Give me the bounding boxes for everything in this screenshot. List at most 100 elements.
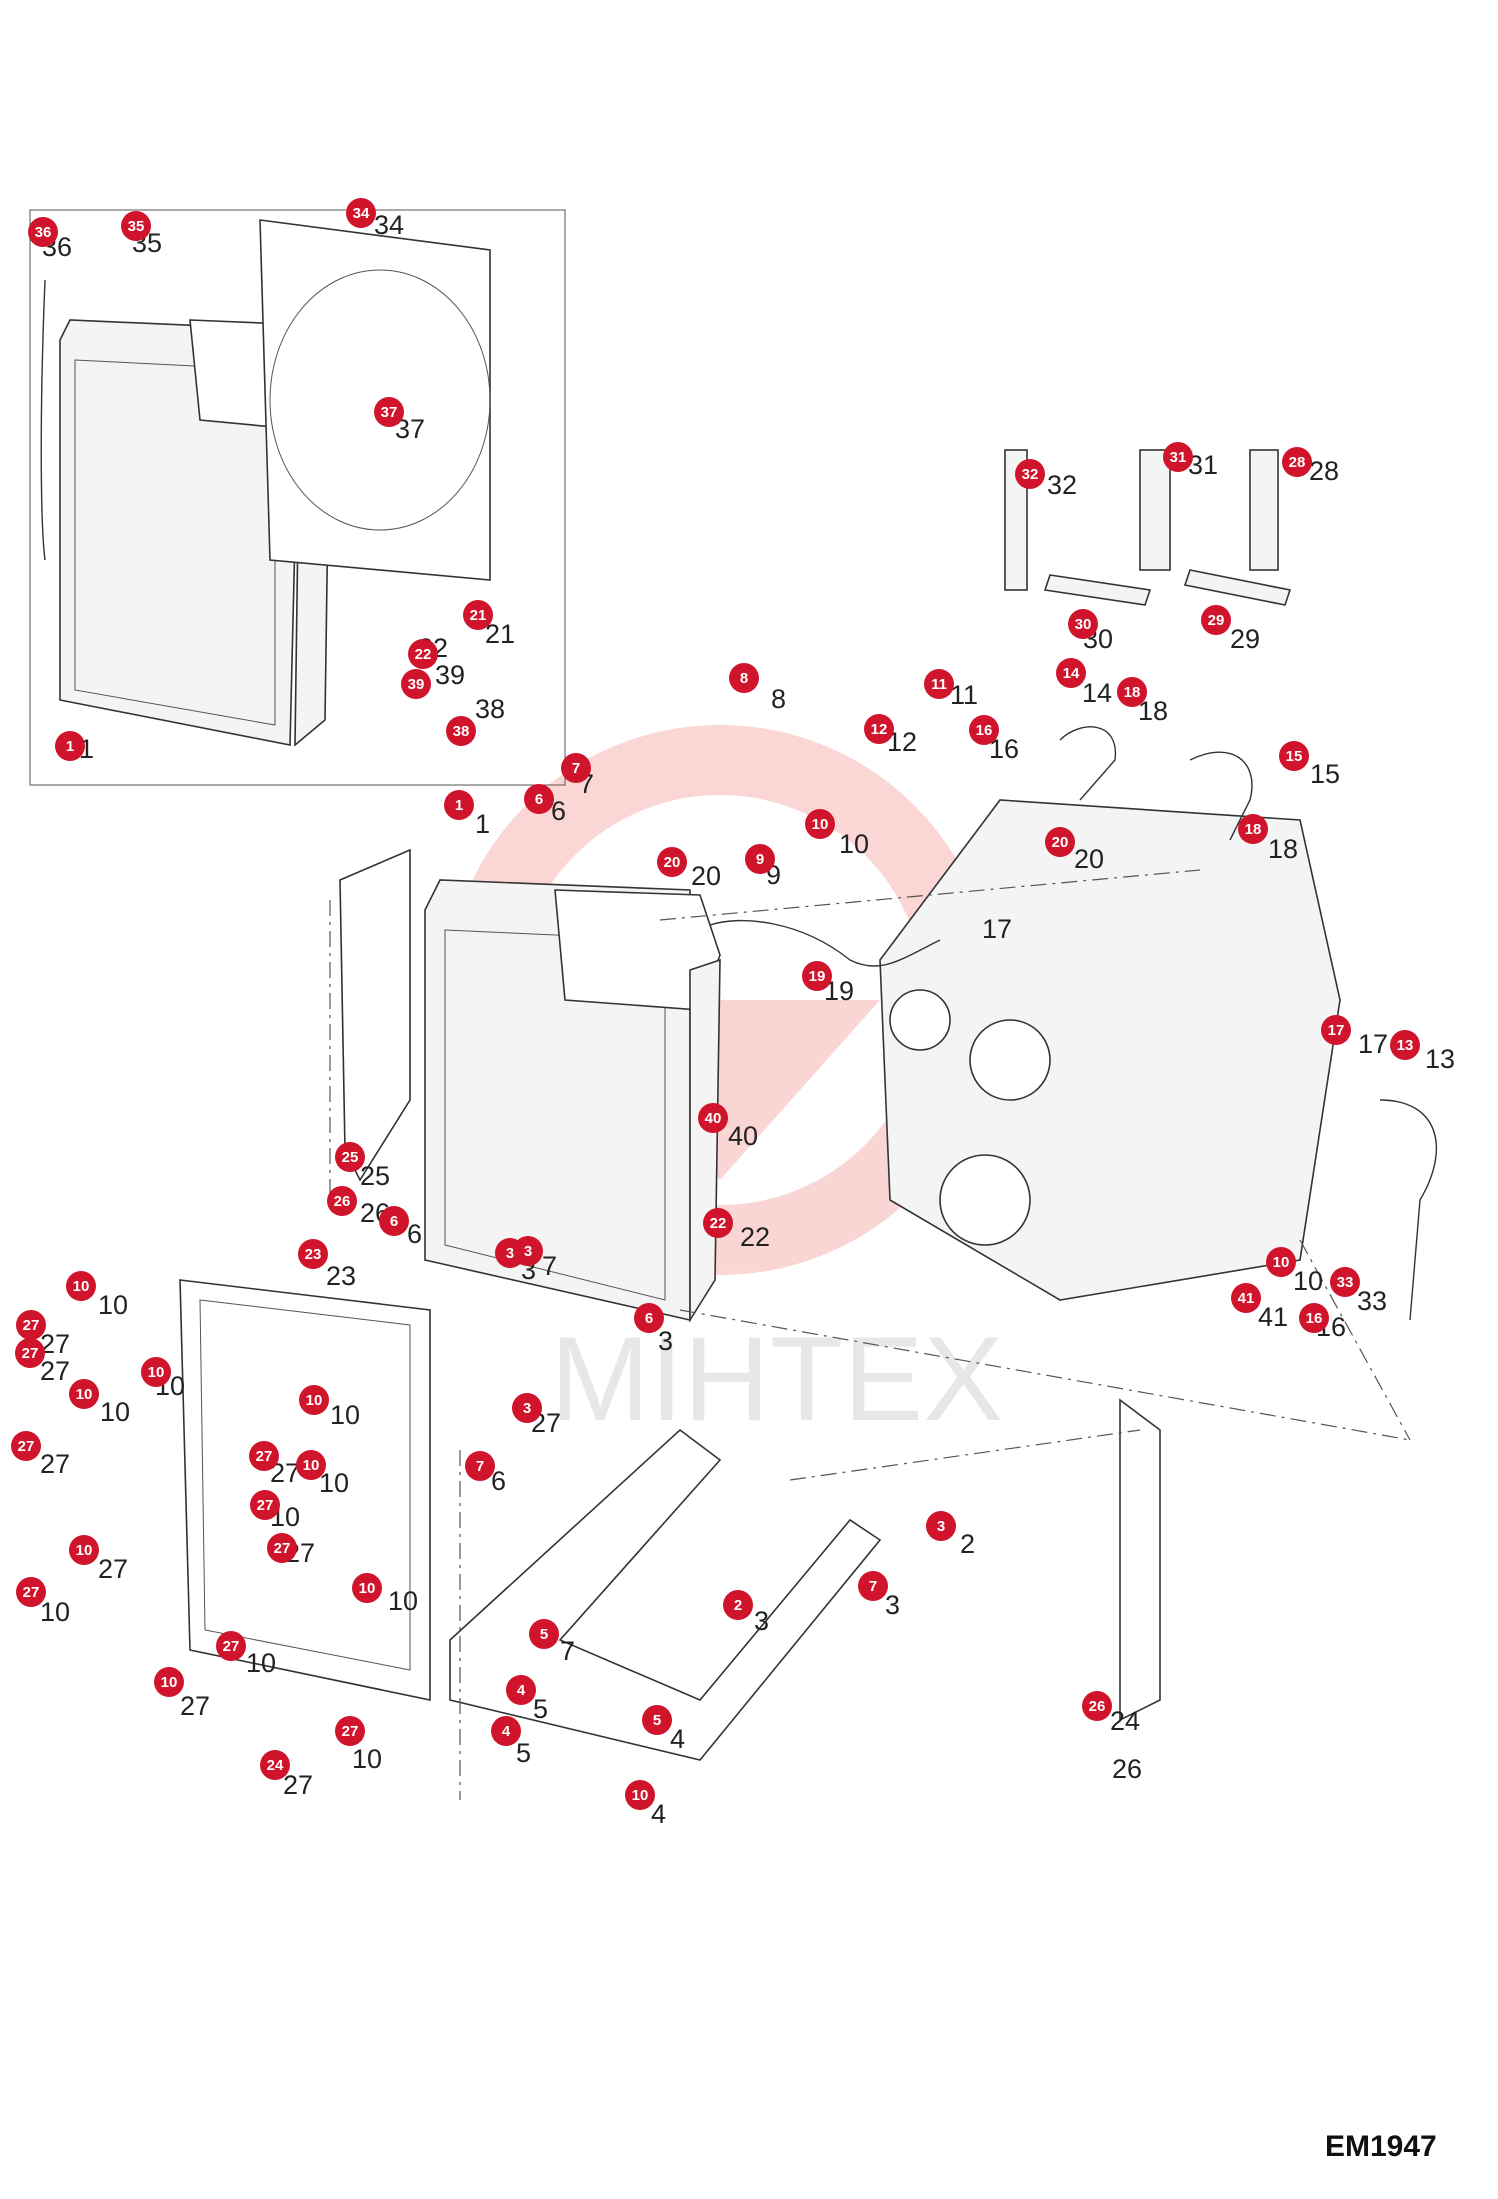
- callout-marker[interactable]: 10: [625, 1780, 655, 1810]
- part-number-label: 4: [651, 1799, 666, 1829]
- callout-number: 10: [1273, 1254, 1290, 1271]
- callout-marker[interactable]: 28: [1282, 447, 1312, 477]
- callout-marker[interactable]: 11: [924, 669, 954, 699]
- callout-number: 5: [540, 1626, 548, 1643]
- callout-marker[interactable]: 7: [561, 753, 591, 783]
- callout-number: 17: [1328, 1022, 1345, 1039]
- callout-marker[interactable]: 20: [657, 847, 687, 877]
- callout-marker[interactable]: 27: [335, 1716, 365, 1746]
- callout-number: 27: [342, 1723, 359, 1740]
- callout-marker[interactable]: 10: [1266, 1247, 1296, 1277]
- callout-marker[interactable]: 6: [379, 1206, 409, 1236]
- callout-marker[interactable]: 38: [446, 716, 476, 746]
- callout-marker[interactable]: 5: [642, 1705, 672, 1735]
- callout-circle: [512, 1393, 542, 1423]
- callout-marker[interactable]: 6: [634, 1303, 664, 1333]
- callout-marker[interactable]: 7: [858, 1571, 888, 1601]
- part-number-label: 29: [1230, 624, 1260, 654]
- callout-marker[interactable]: 37: [374, 397, 404, 427]
- callout-number: 10: [359, 1580, 376, 1597]
- callout-marker[interactable]: 1: [444, 790, 474, 820]
- callout-circle: [864, 714, 894, 744]
- callout-marker[interactable]: 27: [216, 1631, 246, 1661]
- callout-marker[interactable]: 34: [346, 198, 376, 228]
- callout-marker[interactable]: 10: [299, 1385, 329, 1415]
- callout-marker[interactable]: 9: [745, 844, 775, 874]
- callout-marker[interactable]: 13: [1390, 1030, 1420, 1060]
- callout-marker[interactable]: 3: [513, 1236, 543, 1266]
- callout-marker[interactable]: 31: [1163, 442, 1193, 472]
- callout-marker[interactable]: 40: [698, 1103, 728, 1133]
- callout-marker[interactable]: 19: [802, 961, 832, 991]
- callout-marker[interactable]: 41: [1231, 1283, 1261, 1313]
- callout-marker[interactable]: 27: [250, 1490, 280, 1520]
- callout-marker[interactable]: 17: [1321, 1015, 1351, 1045]
- callout-marker[interactable]: 7: [465, 1451, 495, 1481]
- callout-marker[interactable]: 4: [491, 1716, 521, 1746]
- callout-marker[interactable]: 27: [267, 1533, 297, 1563]
- callout-marker[interactable]: 16: [969, 715, 999, 745]
- part-number-label: 41: [1258, 1302, 1288, 1332]
- callout-marker[interactable]: 27: [16, 1577, 46, 1607]
- callout-marker[interactable]: 4: [506, 1675, 536, 1705]
- callout-marker[interactable]: 8: [729, 663, 759, 693]
- callout-marker[interactable]: 27: [11, 1431, 41, 1461]
- callout-marker[interactable]: 10: [352, 1573, 382, 1603]
- part-number-label: 21: [485, 619, 515, 649]
- callout-marker[interactable]: 22: [703, 1208, 733, 1238]
- callout-marker[interactable]: 15: [1279, 741, 1309, 771]
- callout-marker[interactable]: 3: [926, 1511, 956, 1541]
- callout-marker[interactable]: 10: [805, 809, 835, 839]
- callout-marker[interactable]: 29: [1201, 605, 1231, 635]
- callout-circle: [267, 1533, 297, 1563]
- callout-marker[interactable]: 10: [69, 1379, 99, 1409]
- callout-marker[interactable]: 26: [1082, 1691, 1112, 1721]
- part-number-label: 10: [352, 1744, 382, 1774]
- callout-marker[interactable]: 21: [463, 600, 493, 630]
- callout-number: 10: [148, 1364, 165, 1381]
- callout-marker[interactable]: 16: [1299, 1303, 1329, 1333]
- callout-circle: [1266, 1247, 1296, 1277]
- callout-marker[interactable]: 35: [121, 211, 151, 241]
- callout-marker[interactable]: 3: [512, 1393, 542, 1423]
- callout-marker[interactable]: 27: [249, 1441, 279, 1471]
- callout-marker[interactable]: 10: [296, 1450, 326, 1480]
- callout-marker[interactable]: 22: [408, 639, 438, 669]
- callout-number: 3: [523, 1400, 531, 1417]
- callout-marker[interactable]: 27: [16, 1310, 46, 1340]
- callout-marker[interactable]: 12: [864, 714, 894, 744]
- callout-marker[interactable]: 33: [1330, 1267, 1360, 1297]
- callout-marker[interactable]: 6: [524, 784, 554, 814]
- callout-marker[interactable]: 18: [1117, 677, 1147, 707]
- callout-circle: [69, 1535, 99, 1565]
- callout-marker[interactable]: 27: [15, 1338, 45, 1368]
- callout-circle: [121, 211, 151, 241]
- callout-marker[interactable]: 25: [335, 1142, 365, 1172]
- callout-marker[interactable]: 5: [529, 1619, 559, 1649]
- callout-marker[interactable]: 10: [141, 1357, 171, 1387]
- part-number-label: 20: [1074, 844, 1104, 874]
- callout-marker[interactable]: 14: [1056, 658, 1086, 688]
- callout-marker[interactable]: 10: [154, 1667, 184, 1697]
- callout-marker[interactable]: 2: [723, 1590, 753, 1620]
- part-number-label: 27: [40, 1449, 70, 1479]
- callout-circle: [260, 1750, 290, 1780]
- callout-marker[interactable]: 30: [1068, 609, 1098, 639]
- callout-number: 15: [1286, 748, 1303, 765]
- part-number-label: 7: [542, 1251, 557, 1281]
- part-number-label: 5: [516, 1738, 531, 1768]
- callout-marker[interactable]: 23: [298, 1239, 328, 1269]
- callout-marker[interactable]: 18: [1238, 814, 1268, 844]
- callout-marker[interactable]: 32: [1015, 459, 1045, 489]
- callout-marker[interactable]: 24: [260, 1750, 290, 1780]
- part-number-label: 34: [374, 210, 404, 240]
- callout-marker[interactable]: 36: [28, 217, 58, 247]
- callout-marker[interactable]: 26: [327, 1186, 357, 1216]
- callout-marker[interactable]: 1: [55, 731, 85, 761]
- callout-number: 27: [274, 1540, 291, 1557]
- callout-marker[interactable]: 39: [401, 669, 431, 699]
- callout-marker[interactable]: 20: [1045, 827, 1075, 857]
- callout-marker[interactable]: 10: [69, 1535, 99, 1565]
- callout-marker[interactable]: 10: [66, 1271, 96, 1301]
